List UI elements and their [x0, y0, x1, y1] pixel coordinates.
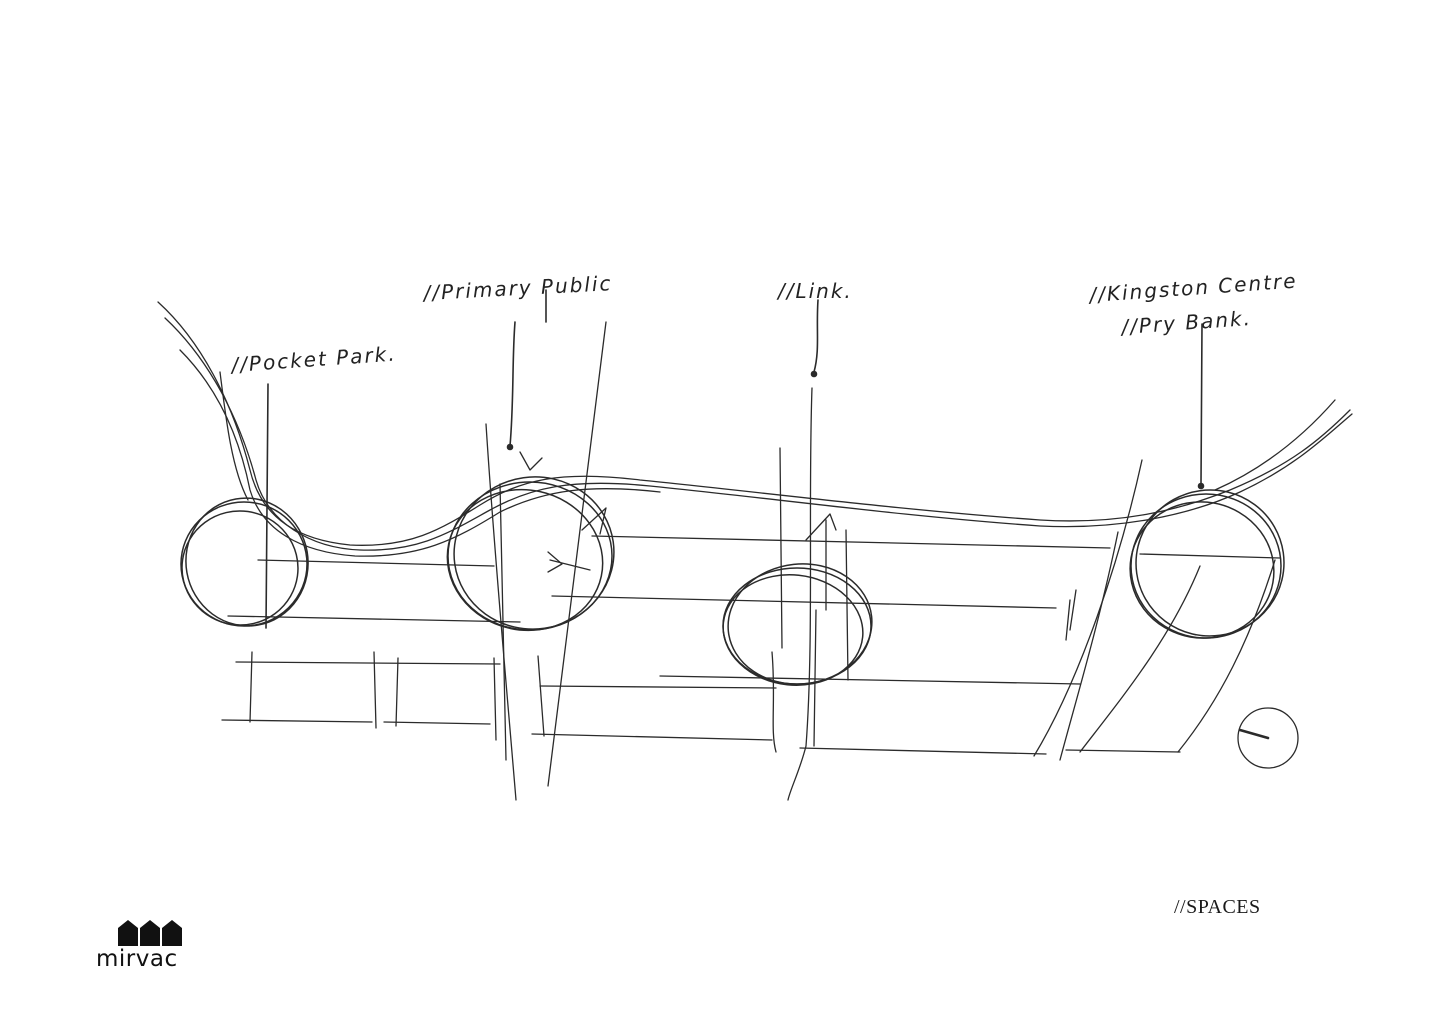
annotation-pry-bank: //Pry Bank.: [1119, 306, 1253, 339]
horizontal-lines: [221, 535, 1281, 755]
annotation-primary-public: //Primary Public: [421, 271, 613, 305]
brand-name: mirvac: [96, 946, 178, 972]
arrow-marks: [519, 451, 837, 573]
vertical-lines: [249, 321, 1276, 801]
sweep-curves: [157, 301, 1353, 557]
leader-lines: [265, 289, 1205, 629]
mirvac-logo-mark-icon: [118, 920, 182, 946]
mirvac-logo: mirvac: [96, 918, 188, 972]
annotation-kingston-centre: //Kingston Centre: [1087, 269, 1299, 308]
space-circles: [180, 476, 1285, 686]
annotation-link: //Link.: [776, 279, 853, 303]
annotation-pocket-park: //Pocket Park.: [229, 342, 398, 378]
page-label: //SPACES: [1174, 896, 1261, 918]
north-arrow-icon: [1237, 707, 1299, 769]
